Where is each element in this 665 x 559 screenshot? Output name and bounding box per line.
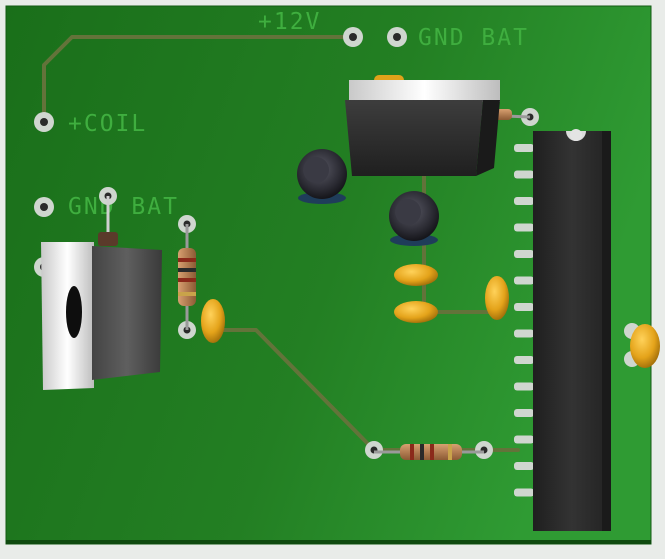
ic-pin bbox=[514, 382, 534, 391]
ic-pin bbox=[514, 435, 534, 444]
to220-regulator-icon bbox=[345, 75, 531, 176]
ic-pin bbox=[514, 144, 534, 152]
board-edge-shadow bbox=[6, 540, 651, 544]
to220-regulator-left bbox=[41, 196, 162, 390]
capacitor-icon bbox=[201, 264, 660, 368]
ic-pin bbox=[514, 223, 534, 232]
ic-pin bbox=[514, 329, 534, 338]
label-gnd-bat-left: GND BAT bbox=[68, 194, 179, 220]
ic-pin bbox=[514, 250, 534, 258]
label-gnd-bat-top: GND BAT bbox=[418, 25, 529, 51]
ic-pin bbox=[514, 356, 534, 364]
ic-pin bbox=[514, 462, 534, 470]
ic-pin bbox=[514, 197, 534, 205]
ic-pin bbox=[514, 170, 534, 179]
label-coil: +COIL bbox=[68, 111, 147, 137]
dip-ic-icon bbox=[514, 129, 611, 531]
ic-pins-left bbox=[514, 144, 534, 497]
ic-pin bbox=[514, 303, 534, 311]
ic-pin bbox=[514, 276, 534, 285]
ic-pin bbox=[514, 488, 534, 497]
electrolytic-capacitor-2 bbox=[389, 191, 439, 246]
electrolytic-capacitor-1 bbox=[297, 149, 347, 204]
resistor-icon bbox=[178, 224, 196, 330]
ic-pin bbox=[514, 409, 534, 417]
label-12v: +12V bbox=[258, 9, 321, 35]
resistor-horizontal bbox=[374, 444, 484, 460]
